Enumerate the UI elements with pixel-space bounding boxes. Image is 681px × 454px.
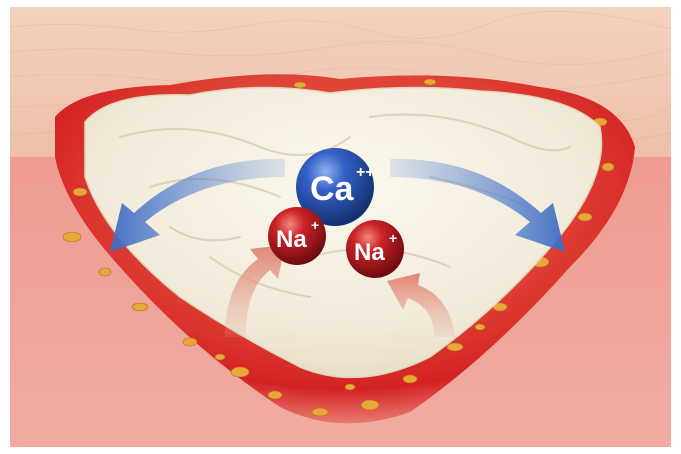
calcium-ion-symbol: Ca xyxy=(310,170,355,208)
illustration-canvas: Ca ++ Na + Na + xyxy=(10,7,671,447)
sodium-ion-left: Na + xyxy=(268,207,326,265)
sodium-ion-right: Na + xyxy=(346,220,404,278)
sodium-ion-left-charge: + xyxy=(311,217,319,233)
wound-dressing-illustration: Ca ++ Na + Na + xyxy=(10,7,671,447)
sodium-ion-left-symbol: Na xyxy=(276,226,307,253)
calcium-ion-charge: ++ xyxy=(356,164,375,181)
sodium-ion-right-symbol: Na xyxy=(354,239,385,266)
sodium-ion-right-charge: + xyxy=(389,230,397,246)
